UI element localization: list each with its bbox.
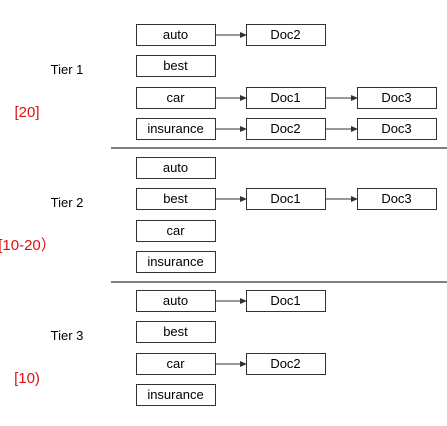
- term-box-car-frame: [136, 220, 216, 242]
- doc-box-doc1: Doc1: [246, 87, 326, 109]
- term-box-auto: auto: [136, 24, 216, 46]
- term-box-car: car: [136, 87, 216, 109]
- doc-box-doc1: Doc1: [246, 290, 326, 312]
- term-box-best-frame: [136, 55, 216, 77]
- doc-box-doc1-frame: [246, 188, 326, 210]
- term-box-insurance-label: insurance: [147, 254, 203, 269]
- doc-box-doc2: Doc2: [246, 353, 326, 375]
- doc-box-doc3-label: Doc3: [381, 191, 411, 206]
- term-box-car-label: car: [166, 223, 185, 238]
- tier-range-label: [20]: [14, 104, 39, 121]
- term-box-insurance-label: insurance: [147, 121, 203, 136]
- posting-row-auto: auto: [136, 157, 216, 179]
- doc-box-doc1-label: Doc1: [270, 293, 300, 308]
- doc-box-doc2-label: Doc2: [270, 356, 300, 371]
- doc-box-doc3-frame: [357, 87, 437, 109]
- term-box-best: best: [136, 55, 216, 77]
- term-box-auto-frame: [136, 24, 216, 46]
- tier-3: Tier 3 [10) auto Doc1 best car Doc2 insurance: [14, 290, 326, 406]
- tier-label: Tier 1: [51, 62, 84, 77]
- doc-box-doc3: Doc3: [357, 87, 437, 109]
- term-box-best-frame: [136, 321, 216, 343]
- doc-box-doc1-frame: [246, 87, 326, 109]
- doc-box-doc2-frame: [246, 353, 326, 375]
- posting-row-best: best: [136, 55, 216, 77]
- term-box-insurance-frame: [136, 251, 216, 273]
- term-box-auto: auto: [136, 157, 216, 179]
- doc-box-doc2-label: Doc2: [270, 27, 300, 42]
- tier-label: Tier 2: [51, 195, 84, 210]
- doc-box-doc1-label: Doc1: [270, 90, 300, 105]
- term-box-best-label: best: [163, 58, 188, 73]
- doc-box-doc2-frame: [246, 24, 326, 46]
- term-box-insurance: insurance: [136, 118, 216, 140]
- term-box-best: best: [136, 321, 216, 343]
- tier-range-label: [10-20）: [0, 237, 56, 254]
- term-box-car-frame: [136, 353, 216, 375]
- tier-2: Tier 2 [10-20） auto best Doc1 Doc3 car insuranc…: [0, 157, 437, 273]
- doc-box-doc3: Doc3: [357, 118, 437, 140]
- posting-row-auto: auto Doc1: [136, 290, 326, 312]
- term-box-auto-label: auto: [163, 27, 188, 42]
- doc-box-doc1-label: Doc1: [270, 191, 300, 206]
- term-box-auto-label: auto: [163, 160, 188, 175]
- term-box-best-frame: [136, 188, 216, 210]
- doc-box-doc3-label: Doc3: [381, 90, 411, 105]
- doc-box-doc3-label: Doc3: [381, 121, 411, 136]
- doc-box-doc2-label: Doc2: [270, 121, 300, 136]
- posting-row-insurance: insurance: [136, 251, 216, 273]
- term-box-car-frame: [136, 87, 216, 109]
- posting-row-best: best: [136, 321, 216, 343]
- doc-box-doc2: Doc2: [246, 118, 326, 140]
- term-box-best-label: best: [163, 324, 188, 339]
- term-box-insurance-label: insurance: [147, 387, 203, 402]
- doc-box-doc2: Doc2: [246, 24, 326, 46]
- term-box-auto-frame: [136, 290, 216, 312]
- term-box-insurance: insurance: [136, 251, 216, 273]
- posting-row-car: car Doc1 Doc3: [136, 87, 437, 109]
- doc-box-doc2-frame: [246, 118, 326, 140]
- term-box-best: best: [136, 188, 216, 210]
- posting-row-car: car: [136, 220, 216, 242]
- doc-box-doc1: Doc1: [246, 188, 326, 210]
- term-box-car-label: car: [166, 90, 185, 105]
- term-box-insurance: insurance: [136, 384, 216, 406]
- doc-box-doc3-frame: [357, 118, 437, 140]
- doc-box-doc1-frame: [246, 290, 326, 312]
- term-box-car-label: car: [166, 356, 185, 371]
- doc-box-doc3: Doc3: [357, 188, 437, 210]
- tier-range-label: [10): [14, 370, 40, 387]
- term-box-best-label: best: [163, 191, 188, 206]
- tier-label: Tier 3: [51, 328, 84, 343]
- doc-box-doc3-frame: [357, 188, 437, 210]
- posting-row-car: car Doc2: [136, 353, 326, 375]
- term-box-auto-frame: [136, 157, 216, 179]
- term-box-auto: auto: [136, 290, 216, 312]
- posting-row-insurance: insurance: [136, 384, 216, 406]
- term-box-car: car: [136, 220, 216, 242]
- term-box-auto-label: auto: [163, 293, 188, 308]
- term-box-insurance-frame: [136, 384, 216, 406]
- term-box-car: car: [136, 353, 216, 375]
- posting-row-auto: auto Doc2: [136, 24, 326, 46]
- term-box-insurance-frame: [136, 118, 216, 140]
- posting-row-insurance: insurance Doc2 Doc3: [136, 118, 437, 140]
- posting-row-best: best Doc1 Doc3: [136, 188, 437, 210]
